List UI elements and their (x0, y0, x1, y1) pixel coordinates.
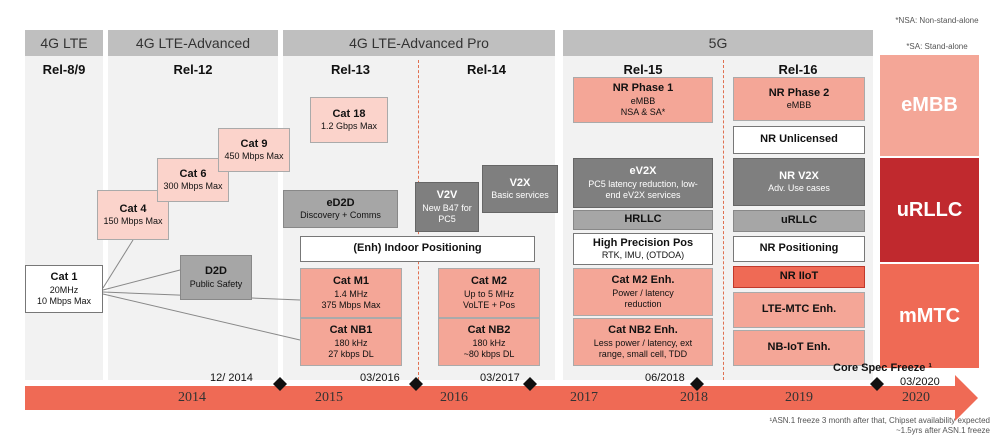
year-2015: 2015 (315, 390, 343, 405)
release-rel-13: Rel-13 (330, 62, 371, 77)
header-4g-lte-advanced: 4G LTE-Advanced (108, 30, 278, 56)
category-mmtc: mMTC (880, 264, 979, 368)
box-urllc-rel16: uRLLC (733, 210, 865, 232)
release-rel-14: Rel-14 (466, 62, 507, 77)
year-2019: 2019 (785, 390, 813, 405)
milestone-diamond-2014 (273, 377, 287, 391)
date-03-2017: 03/2017 (480, 372, 520, 384)
year-2014: 2014 (178, 390, 206, 405)
box-lte-mtc-enh: LTE-MTC Enh. (733, 292, 865, 328)
category-embb: eMBB (880, 55, 979, 156)
core-spec-freeze-date: 03/2020 (900, 376, 940, 388)
footnote: ¹ASN.1 freeze 3 month after that, Chipse… (769, 416, 990, 436)
date-03-2016: 03/2016 (360, 372, 400, 384)
header-5g: 5G (563, 30, 873, 56)
timeline-arrow-shape (25, 375, 978, 421)
connector-cat1-catnb1 (102, 293, 301, 341)
year-2016: 2016 (440, 390, 468, 405)
box-indoor-positioning: (Enh) Indoor Positioning (300, 236, 535, 262)
milestone-diamond-2020 (870, 377, 884, 391)
release-rel-8-9: Rel-8/9 (42, 62, 86, 77)
year-2018: 2018 (680, 390, 708, 405)
box-hrllc: HRLLC (573, 210, 713, 230)
timeline-diamonds (273, 377, 884, 391)
year-2020: 2020 (902, 390, 930, 405)
box-nr-positioning: NR Positioning (733, 236, 865, 262)
connector-cat1-d2d (102, 269, 181, 291)
release-rel-16: Rel-16 (778, 62, 818, 77)
column-lte-bg (25, 30, 103, 380)
connector-cat1-cat4 (102, 239, 134, 289)
box-nr-unlicensed: NR Unlicensed (733, 126, 865, 154)
date-12-2014: 12/ 2014 (210, 372, 253, 384)
category-urllc: uRLLC (880, 158, 979, 262)
box-nr-iiot: NR IIoT (733, 266, 865, 288)
note-nsa: *NSA: Non-stand-alone (895, 16, 979, 25)
year-2017: 2017 (570, 390, 598, 405)
rel15-rel16-divider (723, 60, 724, 380)
box-nb-iot-enh: NB-IoT Enh. (733, 330, 865, 366)
note-sa: *SA: Stand-alone (906, 42, 968, 51)
release-rel-15: Rel-15 (623, 62, 663, 77)
header-4g-lte-advanced-pro: 4G LTE-Advanced Pro (283, 30, 555, 56)
milestone-diamond-2016 (409, 377, 423, 391)
release-rel-12: Rel-12 (173, 62, 213, 77)
milestone-diamond-2017 (523, 377, 537, 391)
header-4g-lte: 4G LTE (25, 30, 103, 56)
milestone-diamond-2018 (690, 377, 704, 391)
core-spec-freeze-label: Core Spec Freeze ¹ (833, 362, 933, 374)
date-06-2018: 06/2018 (645, 372, 685, 384)
